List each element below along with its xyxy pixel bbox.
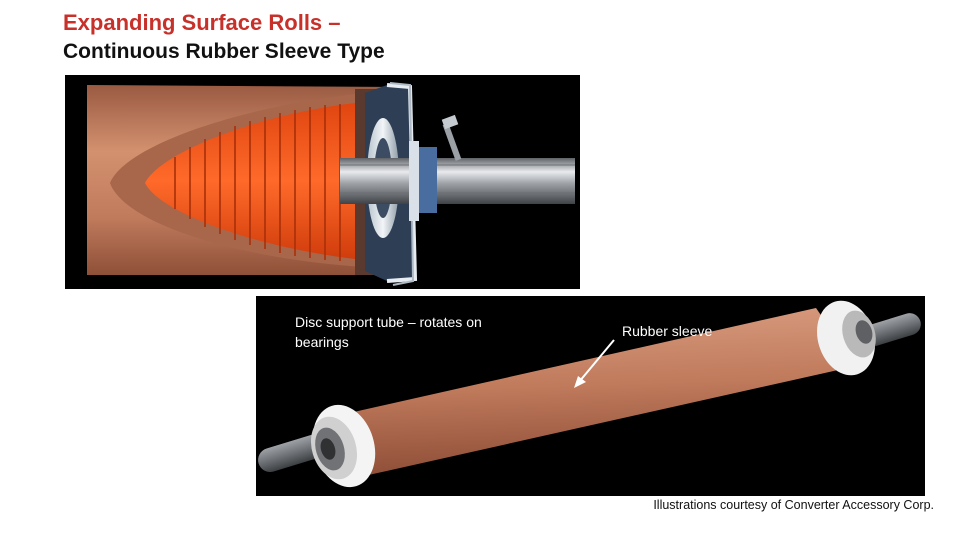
roll-drawing (258, 300, 921, 488)
callout-arrow (574, 339, 615, 388)
cutaway-illustration (65, 75, 580, 289)
rubber-sleeve (336, 308, 856, 476)
callout-disc-support: Disc support tube – rotates on bearings (295, 314, 482, 350)
slide-subtitle: Continuous Rubber Sleeve Type (63, 40, 385, 63)
slide-title: Expanding Surface Rolls – (63, 10, 341, 35)
lock-collar (417, 147, 437, 213)
cutaway-drawing (87, 82, 575, 286)
callout-rubber-sleeve: Rubber sleeve (622, 323, 713, 339)
roll-illustration (256, 296, 925, 496)
roll-shaft (340, 158, 575, 204)
set-screw (442, 123, 462, 161)
illustration-credit: Illustrations courtesy of Converter Acce… (653, 498, 934, 512)
expanding-discs (145, 103, 355, 261)
